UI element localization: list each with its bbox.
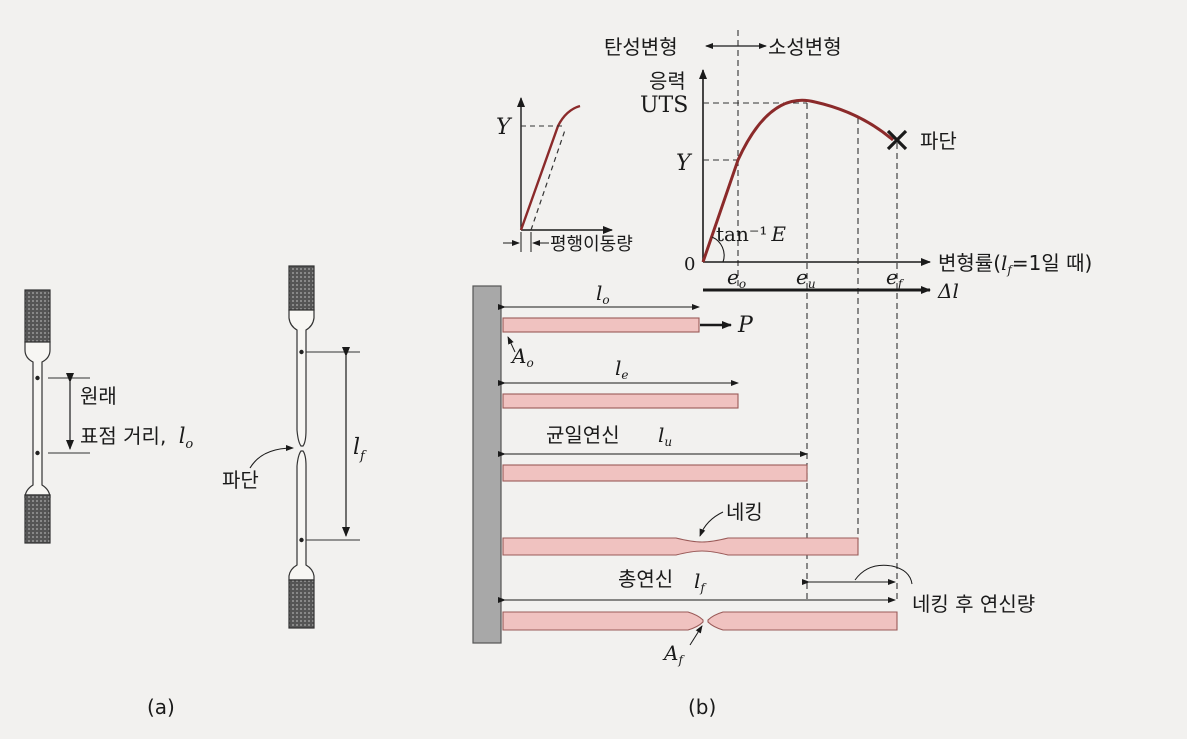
label-lf: lf (694, 569, 707, 595)
strain-axis-sym: l (1001, 251, 1007, 275)
label-area-f: Af (662, 641, 685, 667)
area-o-pointer (507, 336, 516, 353)
fractured-mark-bottom (299, 537, 304, 543)
label-area-f-main: A (662, 641, 678, 665)
post-neck-pointer (854, 564, 913, 585)
label-le-sub: e (621, 368, 628, 382)
label-lo: lo (596, 281, 610, 307)
original-specimen (24, 289, 51, 544)
gauge-label-line2-group: 표점 거리, lo (80, 424, 193, 452)
fractured-specimen (288, 265, 315, 629)
tick-ef: ef (886, 265, 905, 291)
gauge-symbol-sub: o (185, 437, 193, 452)
label-lu-sub: u (664, 435, 672, 449)
bar-original (502, 317, 700, 333)
tick-ef-sub: f (897, 277, 905, 291)
tick-eo-main: e (727, 265, 739, 289)
label-lo-sub: o (602, 293, 609, 307)
label-le: le (615, 356, 629, 382)
necking-label: 네킹 (726, 500, 763, 524)
panel-b: Y 평행이동량 탄성변형 소성변형 응력 UTS Y 0 파단 ta (472, 30, 1092, 719)
plastic-label: 소성변형 (768, 35, 842, 59)
tick-eo-sub: o (739, 277, 746, 291)
stress-strain-curve (701, 98, 894, 263)
fractured-mark-top (299, 349, 304, 355)
tick-eu-sub: u (808, 277, 816, 291)
bar-necking (502, 537, 859, 556)
tick-ef-main: e (886, 265, 898, 289)
fractured-grip-bottom (288, 579, 315, 629)
tick-eu-main: e (796, 265, 808, 289)
fixed-wall (472, 285, 502, 644)
load-label: P (737, 313, 754, 338)
inset-curve (519, 104, 581, 231)
bar-uniform (502, 464, 808, 482)
strain-axis-tail: =1일 때) (1012, 251, 1092, 275)
inset-yield-label: Y (496, 115, 513, 140)
slope-angle-arc (711, 236, 725, 263)
necking-pointer (699, 511, 724, 537)
label-lu-main: l (658, 423, 664, 447)
fracture-label-a: 파단 (222, 468, 259, 492)
offset-label: 평행이동량 (550, 234, 633, 255)
caption-a: (a) (147, 695, 175, 719)
label-lf-main: l (694, 569, 700, 593)
label-lu: lu (658, 423, 672, 449)
strain-axis-sub: f (1006, 263, 1014, 277)
slope-tan: tan⁻¹ (716, 222, 767, 246)
bar-elastic (502, 393, 739, 409)
label-le-main: l (615, 356, 621, 380)
bar-fractured-left (502, 611, 704, 631)
gauge-mark-bottom (35, 450, 40, 456)
elastic-label: 탄성변형 (604, 35, 678, 59)
specimen-grip-bottom (24, 494, 51, 544)
delta-label: Δl (937, 279, 959, 303)
uniform-label: 균일연신 (546, 423, 620, 447)
stress-label: 응력 (649, 69, 686, 93)
fracture-mark (886, 129, 908, 151)
uts-label: UTS (640, 93, 688, 118)
label-area-o: Ao (510, 344, 534, 370)
label-lf-sub: f (699, 581, 707, 595)
caption-b: (b) (688, 695, 716, 719)
gauge-label-line2: 표점 거리, (80, 424, 166, 448)
final-length-sub: f (359, 449, 367, 464)
final-length-symbol: l (353, 435, 360, 460)
fractured-upper-half (288, 309, 315, 447)
label-lo-main: l (596, 281, 602, 305)
fractured-grip-top (288, 265, 315, 311)
strain-axis-text: 변형률( (938, 251, 1001, 275)
strain-axis-label: 변형률(lf=1일 때) (938, 251, 1092, 277)
total-label: 총연신 (618, 567, 673, 591)
final-length-label: lf (353, 435, 367, 464)
label-area-o-main: A (510, 344, 526, 368)
fracture-label-b: 파단 (920, 129, 957, 153)
fracture-pointer (249, 445, 294, 469)
offset-inset: Y 평행이동량 (496, 97, 633, 255)
yield-label: Y (676, 151, 693, 176)
gauge-label-line1: 원래 (80, 384, 117, 408)
gauge-mark-top (35, 375, 40, 381)
tick-eo: eo (727, 265, 746, 291)
label-area-o-sub: o (526, 356, 533, 370)
fractured-lower-half (288, 450, 315, 581)
specimen-grip-top (24, 289, 51, 343)
slope-e: E (770, 222, 786, 246)
panel-a: 원래 표점 거리, lo lf 파단 (a) (24, 265, 367, 719)
label-area-f-sub: f (677, 653, 685, 667)
gauge-symbol: l (179, 424, 186, 448)
area-f-pointer (689, 625, 703, 646)
inset-offset-line (530, 129, 566, 231)
specimen-body (24, 341, 51, 499)
post-neck-label: 네킹 후 연신량 (912, 592, 1035, 616)
origin-label: 0 (684, 254, 695, 275)
bar-fractured-right (707, 611, 898, 631)
tick-eu: eu (796, 265, 816, 291)
